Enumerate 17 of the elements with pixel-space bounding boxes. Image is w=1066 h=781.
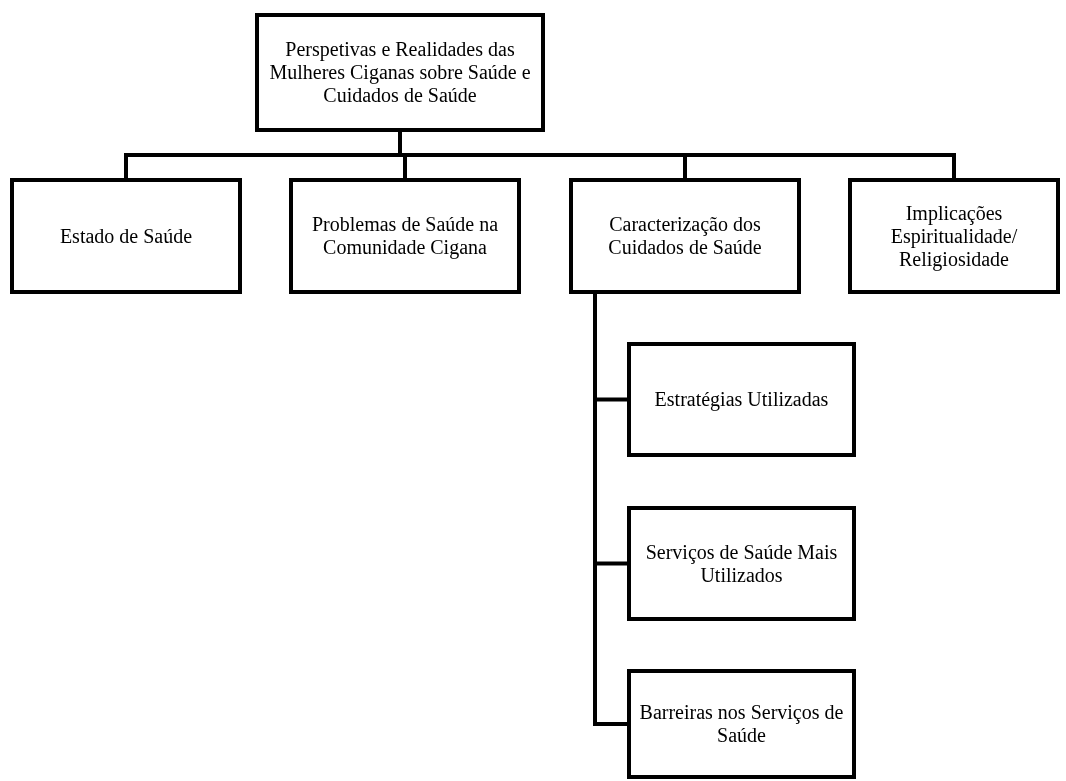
topic-box xyxy=(627,342,856,457)
topic-box xyxy=(255,13,545,132)
box-text: Caracterização dos Cuidados de Saúde xyxy=(607,213,763,259)
topic-box xyxy=(10,178,242,294)
box-text: Estratégias Utilizadas xyxy=(654,388,829,411)
box-text: Implicações Espiritualidade/ Religiosidade xyxy=(889,201,1019,271)
box-text: Problemas de Saúde na Comunidade Cigana xyxy=(310,213,500,259)
box-text: Barreiras nos Serviços de Saúde xyxy=(638,701,845,747)
connector-line xyxy=(593,294,627,726)
box-text: Serviços de Saúde Mais Utilizados xyxy=(644,540,839,587)
box-text: Estado de Saúde xyxy=(59,224,193,248)
topic-box xyxy=(848,178,1060,294)
topic-box xyxy=(627,669,856,779)
topic-box xyxy=(569,178,801,294)
topic-box xyxy=(627,506,856,621)
box-text: Perspetivas e Realidades das Mulheres Ciganas sobre Saúde e Cuidados de Saúde xyxy=(268,38,532,107)
topic-box xyxy=(289,178,521,294)
